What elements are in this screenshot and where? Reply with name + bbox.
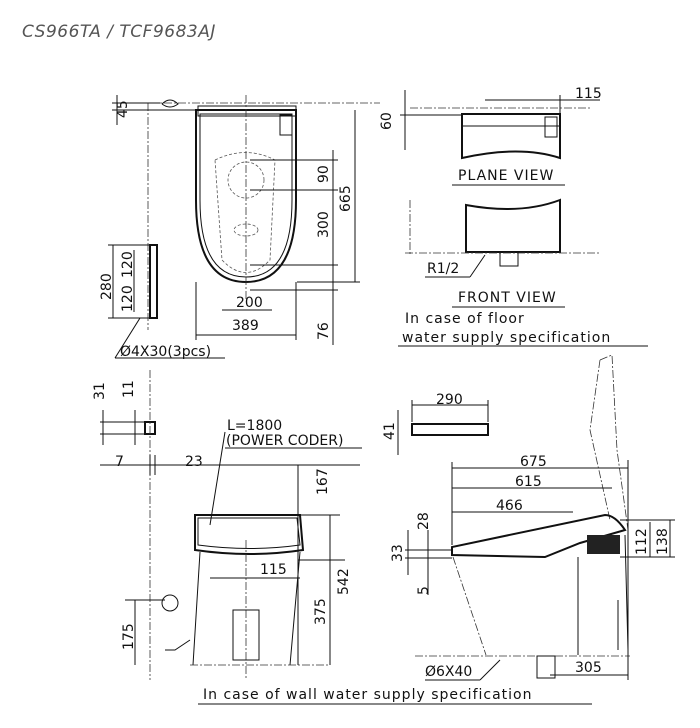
dim-466: 466: [496, 498, 523, 514]
dim-60: 60: [379, 112, 395, 130]
plane-view-label: PLANE VIEW: [458, 168, 554, 184]
dim-31: 31: [92, 382, 108, 400]
dim-389: 389: [232, 318, 259, 334]
dim-41: 41: [382, 422, 398, 440]
wall-note: In case of wall water supply specificati…: [203, 687, 533, 703]
dim-7: 7: [115, 454, 124, 470]
dim-120-lower: 120: [120, 285, 136, 312]
cord-label: (POWER CODER): [226, 433, 343, 449]
dim-115-wall: 115: [260, 562, 287, 578]
dim-115-floor: 115: [575, 86, 602, 102]
floor-supply-views: 60 115 PLANE VIEW R1/2 FRONT VIEW In cas…: [379, 86, 648, 347]
dim-542: 542: [336, 568, 352, 595]
dim-200: 200: [236, 295, 263, 311]
cord-length: L=1800: [227, 418, 282, 434]
dim-300: 300: [316, 211, 332, 238]
side-screw-spec: Ø6X40: [425, 664, 472, 680]
dim-45: 45: [115, 100, 131, 118]
dim-665: 665: [338, 185, 354, 212]
dim-33: 33: [390, 544, 406, 562]
dim-175: 175: [121, 623, 137, 650]
dim-76: 76: [316, 322, 332, 340]
screw-spec: Ø4X30(3pcs): [120, 344, 211, 360]
dim-305: 305: [575, 660, 602, 676]
dim-120-upper: 120: [120, 251, 136, 278]
top-view: 45 90 300 665 76 280 120 120 200 389 Ø4X…: [99, 95, 380, 360]
dim-290: 290: [436, 392, 463, 408]
front-view-label: FRONT VIEW: [458, 290, 557, 306]
dim-375: 375: [313, 598, 329, 625]
thread-r12: R1/2: [427, 261, 459, 277]
dim-675: 675: [520, 454, 547, 470]
dim-11: 11: [121, 380, 137, 398]
dim-112: 112: [634, 528, 650, 555]
dim-5: 5: [416, 586, 432, 595]
dim-28: 28: [416, 512, 432, 530]
dim-167: 167: [315, 468, 331, 495]
wall-front-view: 31 11 7 23 L=1800 (POWER CODER) 115 167 …: [92, 370, 592, 705]
dim-280: 280: [99, 273, 115, 300]
dim-90: 90: [316, 165, 332, 183]
floor-note-line2: water supply specification: [402, 330, 611, 346]
model-title: CS966TA / TCF9683AJ: [22, 22, 216, 42]
dim-615: 615: [515, 474, 542, 490]
dim-138: 138: [655, 528, 671, 555]
dim-23: 23: [185, 454, 203, 470]
floor-note-line1: In case of floor: [405, 311, 525, 327]
side-view: 290 41 675 615 466 28 33 5 112 138 Ø6X40…: [382, 354, 675, 681]
